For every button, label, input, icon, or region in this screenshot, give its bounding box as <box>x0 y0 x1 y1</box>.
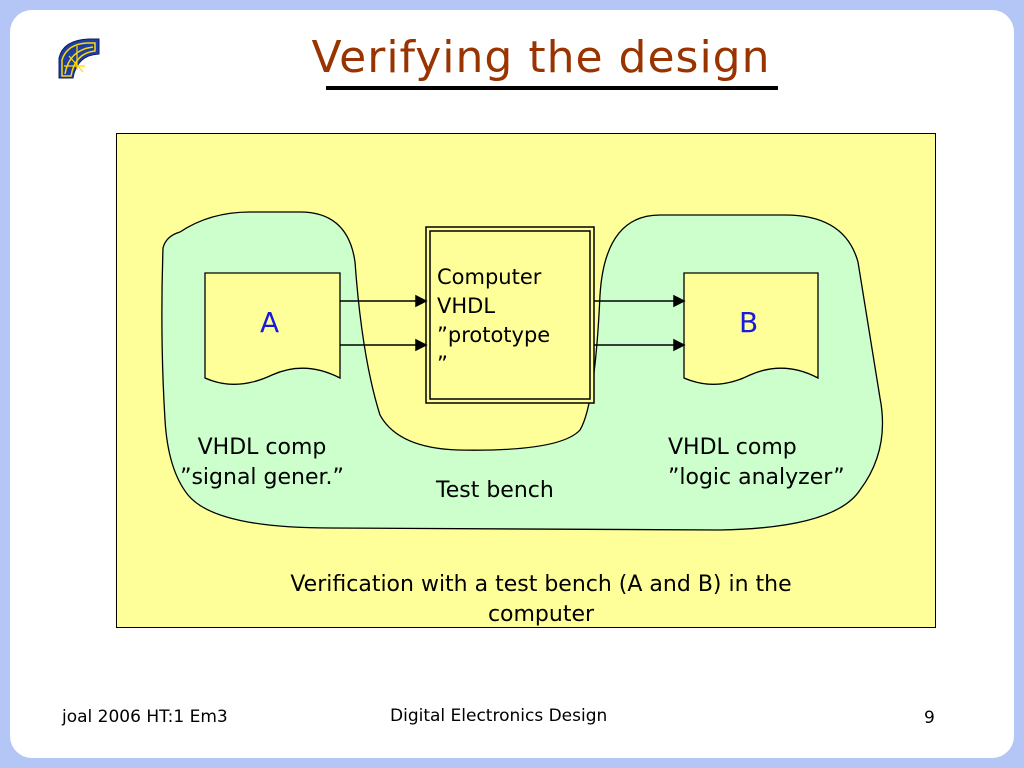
arrowhead <box>673 294 686 308</box>
label-a-line-2: ”signal gener.” <box>180 465 344 490</box>
prototype-line-3: ”prototype <box>437 323 551 347</box>
label-b: VHDL comp ”logic analyzer” <box>668 433 845 493</box>
label-b-line-1: VHDL comp <box>668 435 797 460</box>
title-underline <box>326 86 778 90</box>
caption-line-2: computer <box>487 602 595 627</box>
label-b-line-2: ”logic analyzer” <box>668 465 845 490</box>
block-b-label: B <box>739 306 759 339</box>
prototype-text: Computer VHDL ”prototype ” <box>437 263 550 379</box>
arrowhead <box>415 294 428 308</box>
block-b-shape <box>683 272 819 385</box>
footer-left: joal 2006 HT:1 Em3 <box>62 707 228 727</box>
page-title: Verifying the design <box>311 32 771 83</box>
prototype-box-inner-border <box>429 230 591 400</box>
block-a-label: A <box>260 306 280 339</box>
caption-line-1: Verification with a test bench (A and B)… <box>290 572 792 597</box>
label-a: VHDL comp ”signal gener.” <box>162 433 362 493</box>
page-number: 9 <box>924 708 935 728</box>
prototype-box <box>425 226 595 404</box>
globe-quarter-logo-icon <box>58 38 100 79</box>
label-a-line-1: VHDL comp <box>197 435 327 460</box>
prototype-line-4: ” <box>437 352 448 376</box>
test-bench-label: Test bench <box>436 478 554 503</box>
caption: Verification with a test bench (A and B)… <box>116 570 966 630</box>
arrowhead <box>673 338 686 352</box>
arrowhead <box>415 338 428 352</box>
block-a-shape <box>204 272 341 385</box>
footer-center: Digital Electronics Design <box>390 706 608 726</box>
prototype-line-1: Computer <box>437 265 542 289</box>
prototype-line-2: VHDL <box>437 294 496 318</box>
